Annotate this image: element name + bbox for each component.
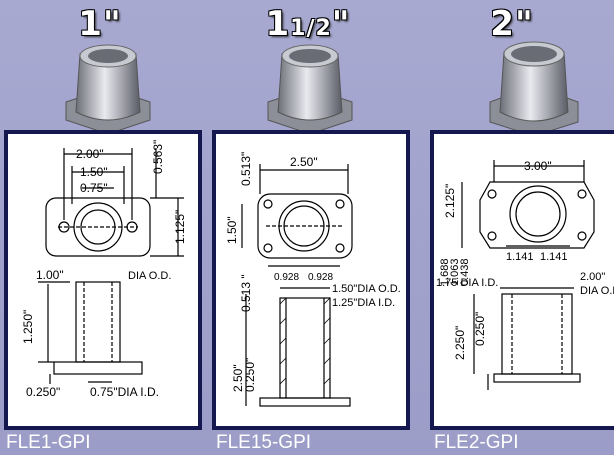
product-column-2in: 2" — [414, 0, 614, 455]
part-number: FLE1-GPI — [6, 432, 91, 453]
svg-text:0.75"DIA I.D.: 0.75"DIA I.D. — [90, 385, 159, 399]
svg-text:0.250": 0.250" — [243, 358, 257, 392]
svg-text:1.141: 1.141 — [506, 251, 534, 263]
part-number: FLE15-GPI — [216, 432, 312, 453]
svg-text:1.50"DIA O.D.: 1.50"DIA O.D. — [332, 283, 401, 295]
svg-text:2.50": 2.50" — [290, 155, 318, 169]
svg-text:DIA O.D: DIA O.D — [580, 285, 614, 297]
svg-text:0.513 ": 0.513 " — [239, 274, 253, 312]
product-column-1in: 1" — [0, 0, 202, 455]
fitting-photo — [267, 44, 353, 135]
svg-text:DIA O.D.: DIA O.D. — [128, 270, 171, 282]
svg-text:0.250": 0.250" — [26, 385, 60, 399]
part-number: FLE2-GPI — [434, 432, 519, 453]
product-column-1-half-in: 11∕2" — [208, 0, 410, 455]
technical-drawing: 2.50" 0.513" 1.50" 0.928 0.928 0.513 " 1… — [225, 152, 401, 407]
svg-text:2.125": 2.125" — [443, 184, 457, 218]
svg-text:1.141: 1.141 — [540, 251, 568, 263]
drawing-panel: 3.00" 2.125" 1.688 1.063 0.438 1.141 1.1… — [430, 130, 614, 430]
svg-text:1.25"DIA I.D.: 1.25"DIA I.D. — [332, 297, 395, 309]
size-heading: 2" — [490, 4, 534, 44]
svg-text:1.75 DIA I.D.: 1.75 DIA I.D. — [436, 277, 498, 289]
svg-text:0.438: 0.438 — [459, 258, 471, 286]
svg-text:0.928: 0.928 — [308, 272, 333, 283]
svg-text:0.563": 0.563" — [151, 140, 165, 174]
svg-text:0.928: 0.928 — [274, 272, 299, 283]
svg-text:3.00": 3.00" — [524, 159, 552, 173]
drawing-panel: 2.00" 1.50" 0.75" 0.563" 1.125" 1.00" DI… — [4, 130, 202, 430]
svg-text:1.125": 1.125" — [173, 210, 187, 244]
svg-text:2.250": 2.250" — [453, 326, 467, 360]
size-heading: 1" — [78, 4, 122, 44]
fitting-photo — [489, 41, 579, 137]
svg-text:2.50": 2.50" — [231, 364, 245, 392]
svg-text:1.50": 1.50" — [225, 216, 239, 244]
svg-text:0.75": 0.75" — [80, 181, 108, 195]
svg-text:1.00": 1.00" — [36, 268, 64, 282]
size-heading: 11∕2" — [265, 4, 351, 44]
svg-text:2.00": 2.00" — [76, 147, 104, 161]
svg-text:1.688: 1.688 — [439, 258, 451, 286]
svg-text:1.50": 1.50" — [80, 165, 108, 179]
svg-text:1.063: 1.063 — [449, 258, 461, 286]
svg-text:0.513": 0.513" — [239, 152, 253, 186]
svg-text:0.250": 0.250" — [473, 312, 487, 346]
svg-text:1.250": 1.250" — [21, 310, 35, 344]
fitting-photo — [65, 44, 151, 135]
svg-text:2.00": 2.00" — [580, 271, 605, 283]
drawing-panel: 2.50" 0.513" 1.50" 0.928 0.928 0.513 " 1… — [212, 130, 410, 430]
technical-drawing: 3.00" 2.125" 1.688 1.063 0.438 1.141 1.1… — [436, 159, 614, 390]
technical-drawing: 2.00" 1.50" 0.75" 0.563" 1.125" 1.00" DI… — [21, 140, 187, 399]
